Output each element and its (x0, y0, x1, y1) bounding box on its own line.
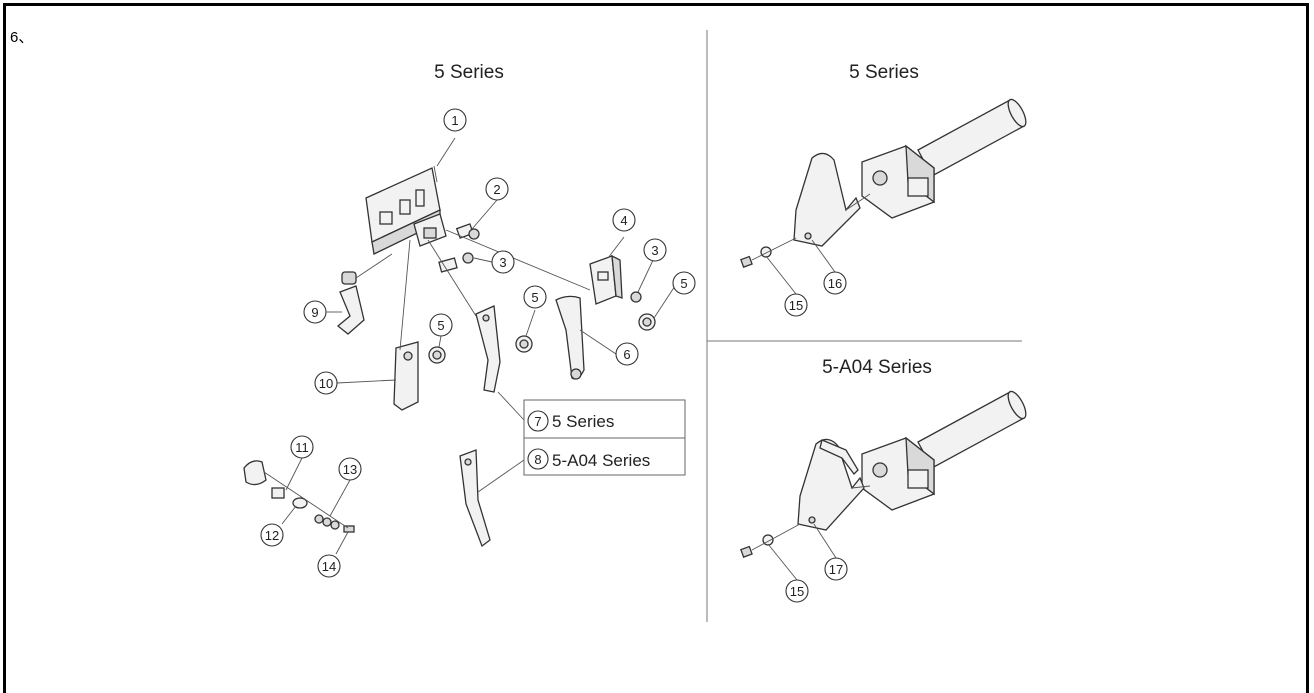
callout-3b: 3 (643, 238, 667, 262)
svg-text:5: 5 (680, 276, 687, 291)
part-bracket-4 (589, 254, 623, 305)
svg-text:16: 16 (828, 276, 842, 291)
callout-5b: 5 (523, 285, 547, 309)
main-panel-title: 5 Series (434, 62, 504, 83)
svg-text:12: 12 (265, 528, 279, 543)
callout-10: 10 (314, 371, 338, 395)
variant-row-5-series: 7 5 Series (527, 410, 614, 432)
part-knob-5b (515, 335, 533, 353)
svg-text:13: 13 (343, 462, 357, 477)
part-link-7 (475, 305, 501, 393)
part-link-8 (459, 449, 491, 548)
svg-text:5-A04 Series: 5-A04 Series (552, 451, 650, 470)
svg-text:5: 5 (437, 318, 444, 333)
svg-text:3: 3 (651, 243, 658, 258)
part-spring-13 (314, 514, 340, 530)
svg-text:11: 11 (295, 440, 309, 455)
section-number: 6、 (10, 29, 34, 46)
callout-9: 9 (303, 300, 327, 324)
svg-text:8: 8 (534, 452, 541, 467)
part-clip-11 (243, 460, 285, 499)
svg-text:3: 3 (499, 255, 506, 270)
callout-12: 12 (260, 523, 284, 547)
bottom-right-panel-title: 5-A04 Series (822, 357, 932, 378)
svg-text:17: 17 (829, 562, 843, 577)
assembly-leader-lines (263, 137, 676, 555)
callout-16: 16 (823, 271, 847, 295)
callout-15b: 15 (785, 579, 809, 603)
svg-text:5: 5 (531, 290, 538, 305)
svg-text:6: 6 (623, 347, 630, 362)
exploded-parts-diagram: 5 Series 5 Series 5-A04 Series (243, 30, 1027, 622)
callout-2: 2 (485, 177, 509, 201)
assembly-5-series (740, 98, 1027, 295)
callout-13: 13 (338, 457, 362, 481)
part-screw-2 (455, 223, 480, 240)
part-lever-9 (336, 271, 365, 335)
page-frame (3, 3, 1309, 693)
variant-box: 7 5 Series 8 5-A04 Series (523, 399, 686, 476)
part-clamp-block (413, 213, 447, 247)
svg-text:5 Series: 5 Series (552, 412, 614, 431)
assembly-5-a04-series (740, 390, 1027, 581)
top-right-panel-title: 5 Series (849, 62, 919, 83)
part-screw-3a (438, 252, 474, 273)
callout-5a: 5 (672, 271, 696, 295)
part-knob-5c (428, 346, 446, 364)
svg-text:2: 2 (493, 182, 500, 197)
part-bracket-10 (393, 341, 419, 411)
callout-17: 17 (824, 557, 848, 581)
callout-1: 1 (443, 108, 467, 132)
part-screw-14 (343, 525, 355, 533)
callout-3a: 3 (491, 250, 515, 274)
part-nut-3b (630, 291, 642, 303)
part-knob-5a (638, 313, 656, 331)
callout-4: 4 (612, 208, 636, 232)
part-arm-6 (555, 295, 585, 380)
callout-11: 11 (290, 435, 314, 459)
callout-6: 6 (615, 342, 639, 366)
svg-text:15: 15 (790, 584, 804, 599)
callout-5c: 5 (429, 313, 453, 337)
svg-text:9: 9 (311, 305, 318, 320)
svg-text:4: 4 (620, 213, 627, 228)
part-base-plate (365, 165, 441, 255)
callout-14: 14 (317, 554, 341, 578)
svg-text:14: 14 (322, 559, 336, 574)
svg-text:7: 7 (534, 414, 541, 429)
variant-row-5-a04-series: 8 5-A04 Series (527, 448, 650, 470)
part-washer-12 (292, 497, 308, 509)
callout-15a: 15 (784, 293, 808, 317)
svg-text:1: 1 (451, 113, 458, 128)
svg-text:15: 15 (789, 298, 803, 313)
svg-text:10: 10 (319, 376, 333, 391)
